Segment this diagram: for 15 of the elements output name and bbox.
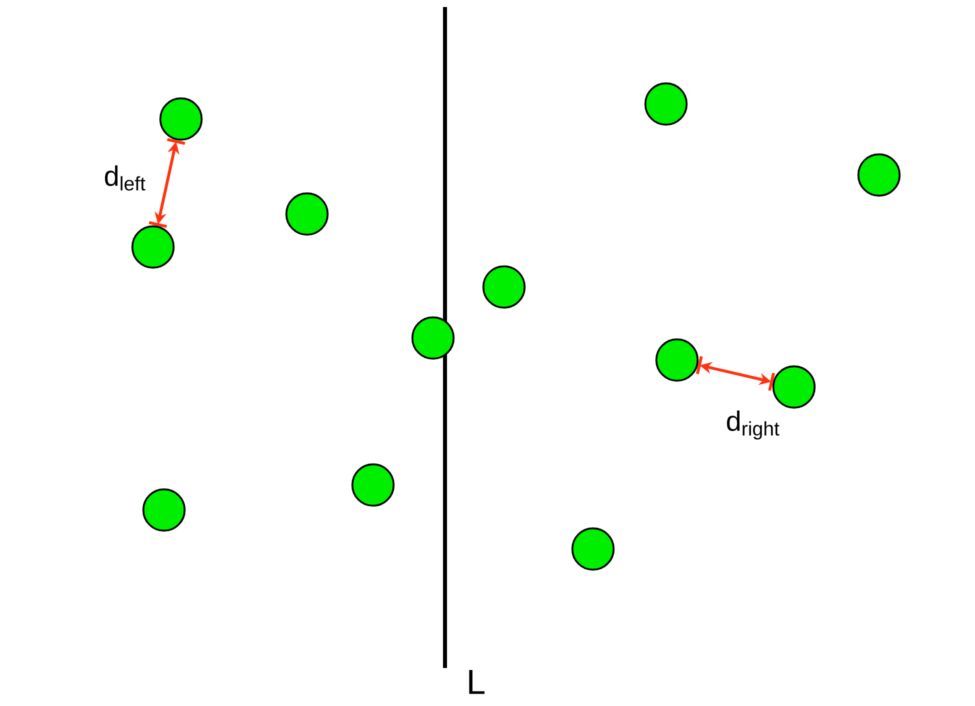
dot [159,97,203,141]
dot [351,463,395,507]
dot [772,365,816,409]
dot [644,82,688,126]
dot [482,265,526,309]
label: L [469,670,484,694]
dot [285,192,329,236]
dot [131,225,175,269]
edge-label: d$_{right}$ [724,409,782,441]
dot [655,338,699,382]
dot [571,527,615,571]
edge-label: d$_{left}$ [102,164,148,192]
dot [142,488,186,532]
dot [411,316,455,360]
dot [857,153,901,197]
